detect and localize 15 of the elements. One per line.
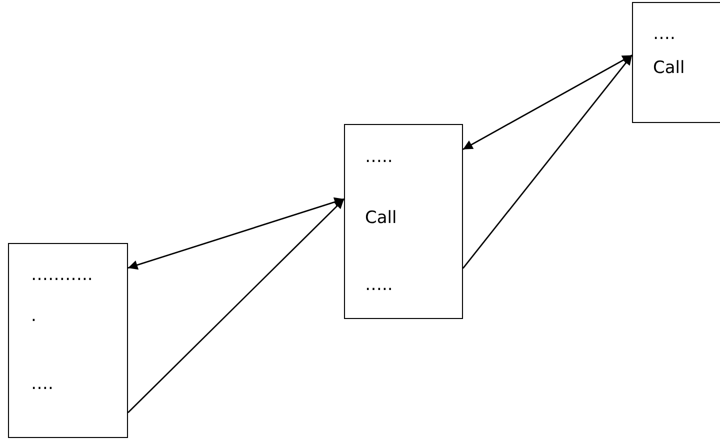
box-text: ….	[31, 374, 54, 394]
process-box	[344, 124, 463, 319]
box-text: …..	[365, 147, 393, 167]
box-text: …..	[365, 275, 393, 295]
arrow	[462, 54, 633, 269]
box-text: Call	[365, 208, 397, 228]
process-box	[8, 243, 128, 438]
box-text: ………..	[31, 265, 93, 285]
box-text: Call	[653, 58, 685, 78]
box-text: ….	[653, 24, 676, 44]
box-text: .	[31, 306, 36, 326]
arrow	[128, 198, 344, 414]
process-box	[632, 2, 720, 123]
arrow	[462, 54, 632, 150]
arrow	[128, 197, 344, 270]
